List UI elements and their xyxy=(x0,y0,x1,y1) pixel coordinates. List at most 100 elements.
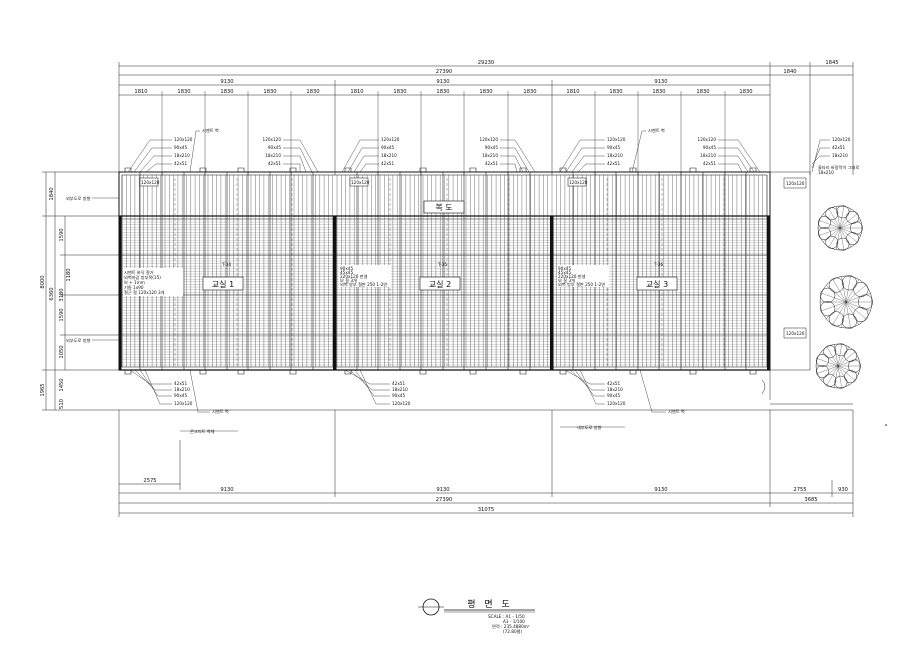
note-line: 45x45 xyxy=(558,270,571,275)
callout-label: 18x210 xyxy=(832,153,848,158)
left-notes xyxy=(92,197,119,341)
callout-label: 120x120 xyxy=(607,137,626,142)
callout-label: 18x210 xyxy=(482,153,498,158)
note-line: 외벽마감 방부목(15) xyxy=(124,274,161,281)
tree-branch xyxy=(826,346,839,367)
tree-leaf xyxy=(834,343,848,357)
callout-cement-3: 시멘트 벽 xyxy=(212,408,229,415)
tree-branch xyxy=(828,208,841,229)
annex-box-bottom: 120x120 xyxy=(786,331,805,336)
box-label: 120x120 xyxy=(141,180,160,185)
right-annex xyxy=(761,171,811,400)
scale-b: A3 - 1/100 xyxy=(503,619,525,624)
callout-cement-4: 시멘트 벽 xyxy=(668,408,685,415)
eave-top xyxy=(124,167,757,172)
tree-branch xyxy=(837,365,855,381)
dim-top-overall: 29230 xyxy=(478,60,495,66)
module-dimensions: 1810 1830 1830 1830 1830 1810 1830 1830 … xyxy=(134,89,752,95)
callout-label: 42x51 xyxy=(174,161,187,166)
tree-leaf xyxy=(818,215,831,229)
partition-walls xyxy=(119,216,770,370)
dim-left-bottom-c: 1450 xyxy=(59,378,65,391)
tree-leaf xyxy=(844,348,858,362)
room-label-box-3 xyxy=(636,276,678,291)
box-label: 120x120 xyxy=(351,180,370,185)
dim-bottom-bay-2: 9130 xyxy=(436,487,449,493)
dim-top-right-extra: 1845 xyxy=(825,60,838,66)
tree-leaf xyxy=(828,277,844,293)
tree-leaf xyxy=(816,365,829,379)
tree-branch xyxy=(839,213,857,229)
title-text: 평 면 도 xyxy=(467,599,513,610)
dim-module: 1830 xyxy=(177,89,190,95)
dim-left-top-strip: 1840 xyxy=(49,187,55,200)
tree-leaf xyxy=(853,281,869,298)
room-label-box-2 xyxy=(419,276,461,291)
stray-mark xyxy=(885,424,887,426)
dim-module: 1830 xyxy=(739,89,752,95)
bottom-strip xyxy=(119,403,853,411)
dim-left-middle: 6360 xyxy=(49,287,55,300)
bottom-callout-labels: 42x51 18x210 90x45 120x120 시멘트 벽 42x51 1… xyxy=(174,381,685,415)
callout-label: 90x45 xyxy=(607,393,620,398)
callout-label: 18x210 xyxy=(700,153,716,158)
note-line: 220x120 판넬 xyxy=(558,273,586,279)
callout-label: 42x51 xyxy=(607,161,620,166)
tree-branch xyxy=(832,301,847,325)
note-line: 220x120 판넬 xyxy=(340,273,368,279)
callout-label: 120x120 xyxy=(832,137,851,142)
tree-leaf xyxy=(848,359,861,373)
callout-label: 42x51 xyxy=(392,381,405,386)
dim-top-bay-3: 9130 xyxy=(654,79,667,85)
tree-leaf xyxy=(820,301,836,317)
callout-tree-note-2: 18x210 xyxy=(818,170,834,175)
annex-box-top: 120x120 xyxy=(786,181,805,186)
tree-branch xyxy=(845,301,851,328)
tree-leaf xyxy=(823,373,837,387)
callout-label: 120x120 xyxy=(607,401,626,406)
callout-label: 90x45 xyxy=(268,145,281,150)
tree-branch xyxy=(837,344,842,367)
dim-module: 1830 xyxy=(220,89,233,95)
callout-label: 120x120 xyxy=(480,137,499,142)
tree-branch xyxy=(845,285,866,303)
note-line: 90x45 xyxy=(558,266,571,271)
room-2-notes: 90x45 45x45 220x120 판넬 보 철 3개 외벽 방부 철판 2… xyxy=(339,265,391,288)
title-block: 평 면 도 SCALE : A1 - 1/50 A3 - 1/100 면적 : … xyxy=(418,598,535,634)
dim-module: 1810 xyxy=(566,89,579,95)
tree-symbols xyxy=(815,205,874,389)
tree-branch xyxy=(817,365,839,374)
callout-label: 42x51 xyxy=(381,161,394,166)
dim-bottom-bay-3: 9130 xyxy=(654,487,667,493)
dim-module: 1810 xyxy=(134,89,147,95)
box-label: 120x120 xyxy=(569,180,588,185)
callout-label: 90x45 xyxy=(381,145,394,150)
callout-label: 90x45 xyxy=(703,145,716,150)
callout-label: 90x45 xyxy=(485,145,498,150)
note-line: 보 철 3개 xyxy=(340,277,357,284)
callout-label: 120x120 xyxy=(174,137,193,142)
tree-branch xyxy=(845,301,866,319)
callout-label: 42x51 xyxy=(607,381,620,386)
column-boxes xyxy=(139,177,587,187)
tree-branch xyxy=(837,365,842,388)
tree-branch xyxy=(832,279,847,303)
dim-top-bay-2: 9130 xyxy=(436,79,449,85)
callout-label: 120x120 xyxy=(392,401,411,406)
dim-left-part-4: 1590 xyxy=(59,308,65,321)
callout-label: 120x120 xyxy=(174,401,193,406)
tree-branch xyxy=(817,358,839,367)
note-line: 45x45 xyxy=(340,270,353,275)
dim-top-bay-1: 9130 xyxy=(220,79,233,85)
dim-bottom-right-a: 2755 xyxy=(793,487,806,493)
tree-branch xyxy=(821,301,847,312)
below-note-1: 콘크리트 벽체 xyxy=(190,428,215,435)
dim-bottom-bay-1: 9130 xyxy=(220,487,233,493)
dim-module: 1830 xyxy=(263,89,276,95)
callout-label: 42x51 xyxy=(485,161,498,166)
callout-label: 120x120 xyxy=(263,137,282,142)
tree-leaf xyxy=(816,353,829,367)
dim-module: 1830 xyxy=(696,89,709,95)
callout-label: 42x51 xyxy=(832,145,845,150)
callout-label: 18x210 xyxy=(392,387,408,392)
